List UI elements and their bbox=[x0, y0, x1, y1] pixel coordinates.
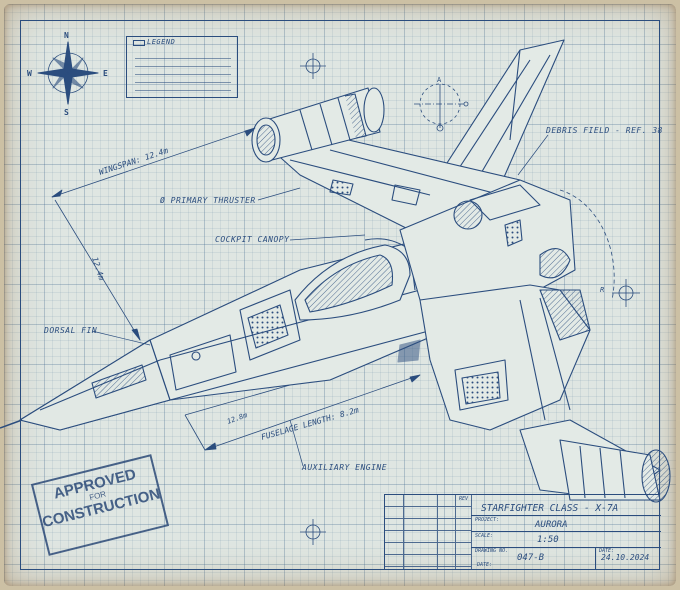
legend-box: LEGEND bbox=[126, 36, 238, 98]
drawing-border bbox=[20, 20, 660, 570]
rev-label: REV bbox=[459, 496, 469, 502]
cockpit-canopy-label: COCKPIT CANOPY bbox=[215, 235, 290, 244]
compass-rose bbox=[37, 41, 99, 105]
legend-rows bbox=[135, 51, 231, 93]
date-value: 24.10.2024 bbox=[601, 553, 650, 562]
auxiliary-engine-label: AUXILIARY ENGINE bbox=[302, 463, 388, 472]
date-label: DATE: bbox=[599, 548, 615, 554]
dim-vertical-label: 12.4m bbox=[90, 256, 106, 282]
compass-s: S bbox=[64, 108, 69, 117]
date-label-left: DATE: bbox=[477, 562, 493, 568]
revision-grid bbox=[385, 495, 472, 569]
detail-marker bbox=[414, 83, 469, 132]
legend-title: LEGEND bbox=[147, 38, 176, 46]
debris-field-label: DEBRIS FIELD - REF. 38 bbox=[546, 126, 663, 135]
wingspan-label: WINGSPAN: 12.4m bbox=[98, 146, 170, 177]
tb-vdivider bbox=[595, 547, 596, 569]
tb-divider-3 bbox=[471, 547, 661, 548]
title-block: REV STARFIGHTER CLASS - X-7A PROJECT: AU… bbox=[384, 494, 661, 570]
registration-mark-bottom bbox=[300, 519, 326, 545]
scale-value: 1:50 bbox=[537, 535, 559, 545]
detail-label-a: A bbox=[437, 76, 442, 84]
primary-thruster bbox=[251, 87, 385, 163]
dimension-vertical bbox=[54, 199, 141, 341]
project-value: AURORA bbox=[535, 520, 568, 530]
tb-divider-1 bbox=[471, 515, 661, 516]
engine-block bbox=[399, 179, 576, 301]
dimension-fuselage bbox=[184, 374, 421, 451]
project-label: PROJECT: bbox=[475, 517, 500, 523]
drawing-title: STARFIGHTER CLASS - X-7A bbox=[481, 503, 619, 514]
swing-arc bbox=[559, 189, 615, 301]
dorsal-fin-label: DORSAL FIN bbox=[44, 326, 98, 335]
drawing-no-value: 047-B bbox=[517, 553, 545, 563]
primary-thruster-label: Ø PRIMARY THRUSTER bbox=[160, 196, 256, 205]
compass-n: N bbox=[64, 31, 69, 40]
fuselage-length-label: FUSELAGE LENGTH: 8.2m bbox=[260, 405, 360, 442]
scale-label: SCALE: bbox=[475, 533, 494, 539]
auxiliary-engine bbox=[519, 419, 671, 503]
lower-wing bbox=[397, 284, 591, 431]
compass-w: W bbox=[27, 69, 32, 78]
drawing-no-label: DRAWING NO. bbox=[475, 548, 509, 554]
registration-mark-top bbox=[300, 53, 326, 79]
detail-label-r: R bbox=[600, 286, 604, 294]
leader-lines bbox=[91, 134, 549, 467]
registration-mark-right bbox=[612, 279, 640, 307]
dimension-wingspan bbox=[51, 127, 256, 198]
dim-small-label: 12.8m bbox=[226, 411, 249, 426]
tb-divider-2 bbox=[471, 531, 661, 532]
compass-e: E bbox=[103, 69, 108, 78]
